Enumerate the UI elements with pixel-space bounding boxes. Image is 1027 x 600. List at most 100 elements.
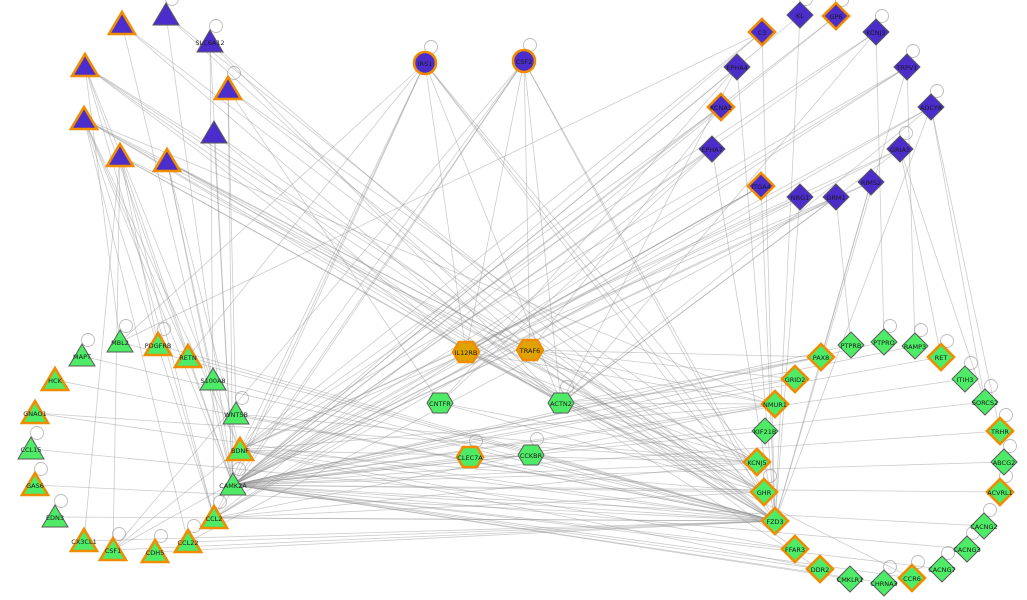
edge: [83, 118, 189, 358]
node-PTPRB[interactable]: [837, 331, 865, 359]
node-FZD3[interactable]: [760, 506, 790, 536]
node-RETN[interactable]: [172, 342, 204, 369]
node-NMUR1[interactable]: [760, 389, 790, 419]
node-CSF1[interactable]: [97, 535, 129, 562]
node-C3[interactable]: [747, 17, 777, 47]
node-SLC6A12[interactable]: [196, 29, 224, 53]
node-GNAO1[interactable]: [19, 398, 51, 425]
edge: [465, 351, 765, 493]
node-GRM1[interactable]: [822, 183, 850, 211]
self-loop-edge: [54, 494, 68, 508]
edge: [232, 31, 763, 486]
edge: [119, 31, 763, 343]
node-TRHR[interactable]: [985, 416, 1015, 446]
edge: [424, 62, 776, 522]
edge: [774, 14, 801, 522]
node-HCK[interactable]: [39, 365, 71, 392]
node-IRS1[interactable]: [412, 50, 438, 76]
node-GAS6[interactable]: [19, 470, 51, 497]
node-pt8[interactable]: [104, 141, 136, 168]
node-CDH5[interactable]: [139, 537, 171, 564]
edge: [227, 88, 776, 522]
node-ITIH3[interactable]: [951, 365, 979, 393]
edge: [112, 31, 763, 551]
edge: [227, 88, 237, 415]
node-S100A8[interactable]: [199, 367, 227, 391]
node-GHR[interactable]: [749, 477, 779, 507]
node-ACTN2[interactable]: [547, 392, 575, 414]
node-CCR6[interactable]: [897, 563, 927, 593]
edge: [736, 66, 776, 522]
node-CACNG2[interactable]: [970, 512, 998, 540]
node-pt7[interactable]: [200, 120, 228, 144]
self-loop-edge: [930, 84, 944, 98]
edge: [34, 412, 776, 522]
node-CMKLR1[interactable]: [836, 565, 864, 593]
node-KL[interactable]: [786, 1, 814, 29]
node-GRIA3[interactable]: [886, 135, 914, 163]
node-EDN3[interactable]: [41, 504, 69, 528]
node-RIMS2[interactable]: [857, 168, 885, 196]
node-GRID2[interactable]: [780, 364, 810, 394]
node-RET[interactable]: [926, 342, 956, 372]
node-pt6[interactable]: [68, 104, 100, 131]
node-MBL2[interactable]: [106, 329, 134, 353]
node-CCKBR[interactable]: [517, 444, 545, 466]
edge: [112, 185, 762, 551]
node-KCNJ5[interactable]: [742, 447, 772, 477]
node-NRG1[interactable]: [786, 183, 814, 211]
node-EPHA4[interactable]: [723, 53, 751, 81]
node-CCL15[interactable]: [17, 436, 45, 460]
node-ITGA4[interactable]: [746, 171, 776, 201]
edge: [774, 196, 801, 522]
edge: [154, 520, 776, 553]
node-CCL22[interactable]: [172, 527, 204, 554]
self-loop-edge: [235, 391, 249, 405]
node-EPHA7[interactable]: [698, 135, 726, 163]
node-PAX8[interactable]: [806, 342, 836, 372]
node-DDR2[interactable]: [805, 554, 835, 584]
node-pt4[interactable]: [69, 51, 101, 78]
edge: [239, 449, 776, 522]
node-PDGFRB[interactable]: [142, 330, 174, 357]
edge: [213, 62, 426, 519]
node-MAPT[interactable]: [68, 343, 96, 367]
node-pt5[interactable]: [212, 74, 244, 101]
node-CACNG7[interactable]: [928, 555, 956, 583]
edge: [187, 356, 776, 522]
node-GP6[interactable]: [821, 1, 851, 31]
node-RAMP3[interactable]: [901, 332, 929, 360]
node-ACVRL1[interactable]: [985, 477, 1015, 507]
node-pt9[interactable]: [151, 146, 183, 173]
node-PTPRO[interactable]: [870, 328, 898, 356]
edge: [560, 196, 837, 404]
node-CX3CL1[interactable]: [68, 526, 100, 553]
node-CLEC7A[interactable]: [455, 445, 485, 469]
node-SORCS2[interactable]: [971, 388, 999, 416]
edge: [465, 351, 776, 405]
node-WNT5B[interactable]: [222, 401, 250, 425]
node-CAMK2A[interactable]: [219, 472, 247, 496]
edge: [34, 412, 758, 463]
node-CACNG3[interactable]: [953, 535, 981, 563]
node-BDNF[interactable]: [224, 435, 256, 462]
edge: [232, 66, 738, 486]
node-pt1[interactable]: [106, 9, 138, 36]
node-CCL2[interactable]: [198, 503, 230, 530]
edge: [232, 401, 986, 486]
node-CNTFR[interactable]: [426, 392, 454, 414]
node-TRPV1[interactable]: [893, 53, 921, 81]
node-FFAR3[interactable]: [780, 534, 810, 564]
node-pt2[interactable]: [152, 2, 180, 26]
node-KCNJ3[interactable]: [862, 18, 890, 46]
edge: [213, 60, 525, 519]
node-KIF21B[interactable]: [751, 417, 779, 445]
node-KCNA1[interactable]: [706, 92, 736, 122]
edge: [121, 23, 234, 486]
node-CSF2[interactable]: [511, 48, 537, 74]
node-IL12RB[interactable]: [451, 340, 481, 364]
node-ABCG2[interactable]: [990, 448, 1018, 476]
node-CHRNA3[interactable]: [870, 569, 898, 597]
node-TRAF6[interactable]: [515, 338, 545, 362]
node-ADCY8[interactable]: [917, 93, 945, 121]
